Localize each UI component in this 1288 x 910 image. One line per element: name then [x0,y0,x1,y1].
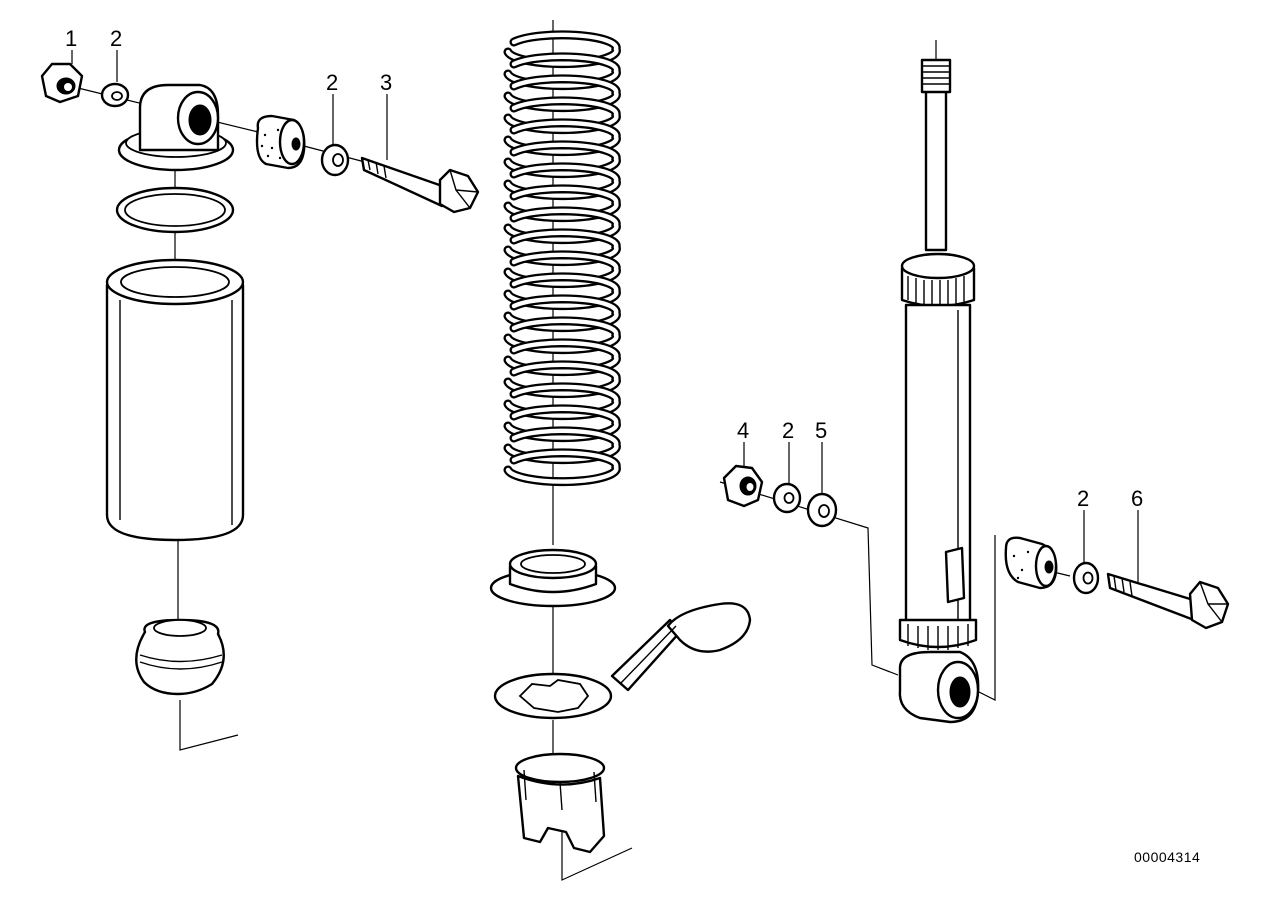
shock-absorber [898,58,980,724]
washer-part-2-right-bolt [1072,561,1100,595]
protective-sleeve [105,258,245,542]
bolt-part-3 [360,156,480,214]
callout-2-washer-right: 2 [782,418,794,443]
washer-part-2-bolt [320,143,350,177]
washer-part-5 [806,492,838,528]
callout-5: 5 [815,418,827,443]
callout-2-washer-bolt: 2 [326,70,338,95]
spring-lock-sleeve [514,752,606,854]
bump-stop [135,618,225,696]
upper-eye-mount [117,83,235,172]
washer-part-2-right [772,482,802,514]
hex-nut-part-1 [40,62,84,104]
callout-6: 6 [1131,486,1143,511]
adjusting-wrench [493,602,752,720]
callout-3: 3 [380,70,392,95]
spring-seat [489,548,617,608]
callout-1: 1 [65,26,77,51]
callout-2-washer-right-bolt: 2 [1077,486,1089,511]
spring-turn-highlight [505,450,619,484]
callouts: 1 2 2 3 4 2 5 2 6 [65,26,1143,584]
reference-number: 00004314 [1134,849,1200,865]
rubber-bushing-right [1004,536,1058,590]
center-assembly [489,20,752,881]
right-assembly [719,40,1230,724]
callout-4: 4 [737,418,749,443]
coil-spring [503,30,621,487]
hex-nut-part-4 [722,464,764,508]
left-assembly [40,62,480,751]
bolt-part-6 [1106,572,1230,630]
rubber-bushing-left [255,114,306,170]
flat-ring-seal [115,186,235,234]
callout-2-washer-top: 2 [110,26,122,51]
washer-part-2-top-left [100,82,130,108]
